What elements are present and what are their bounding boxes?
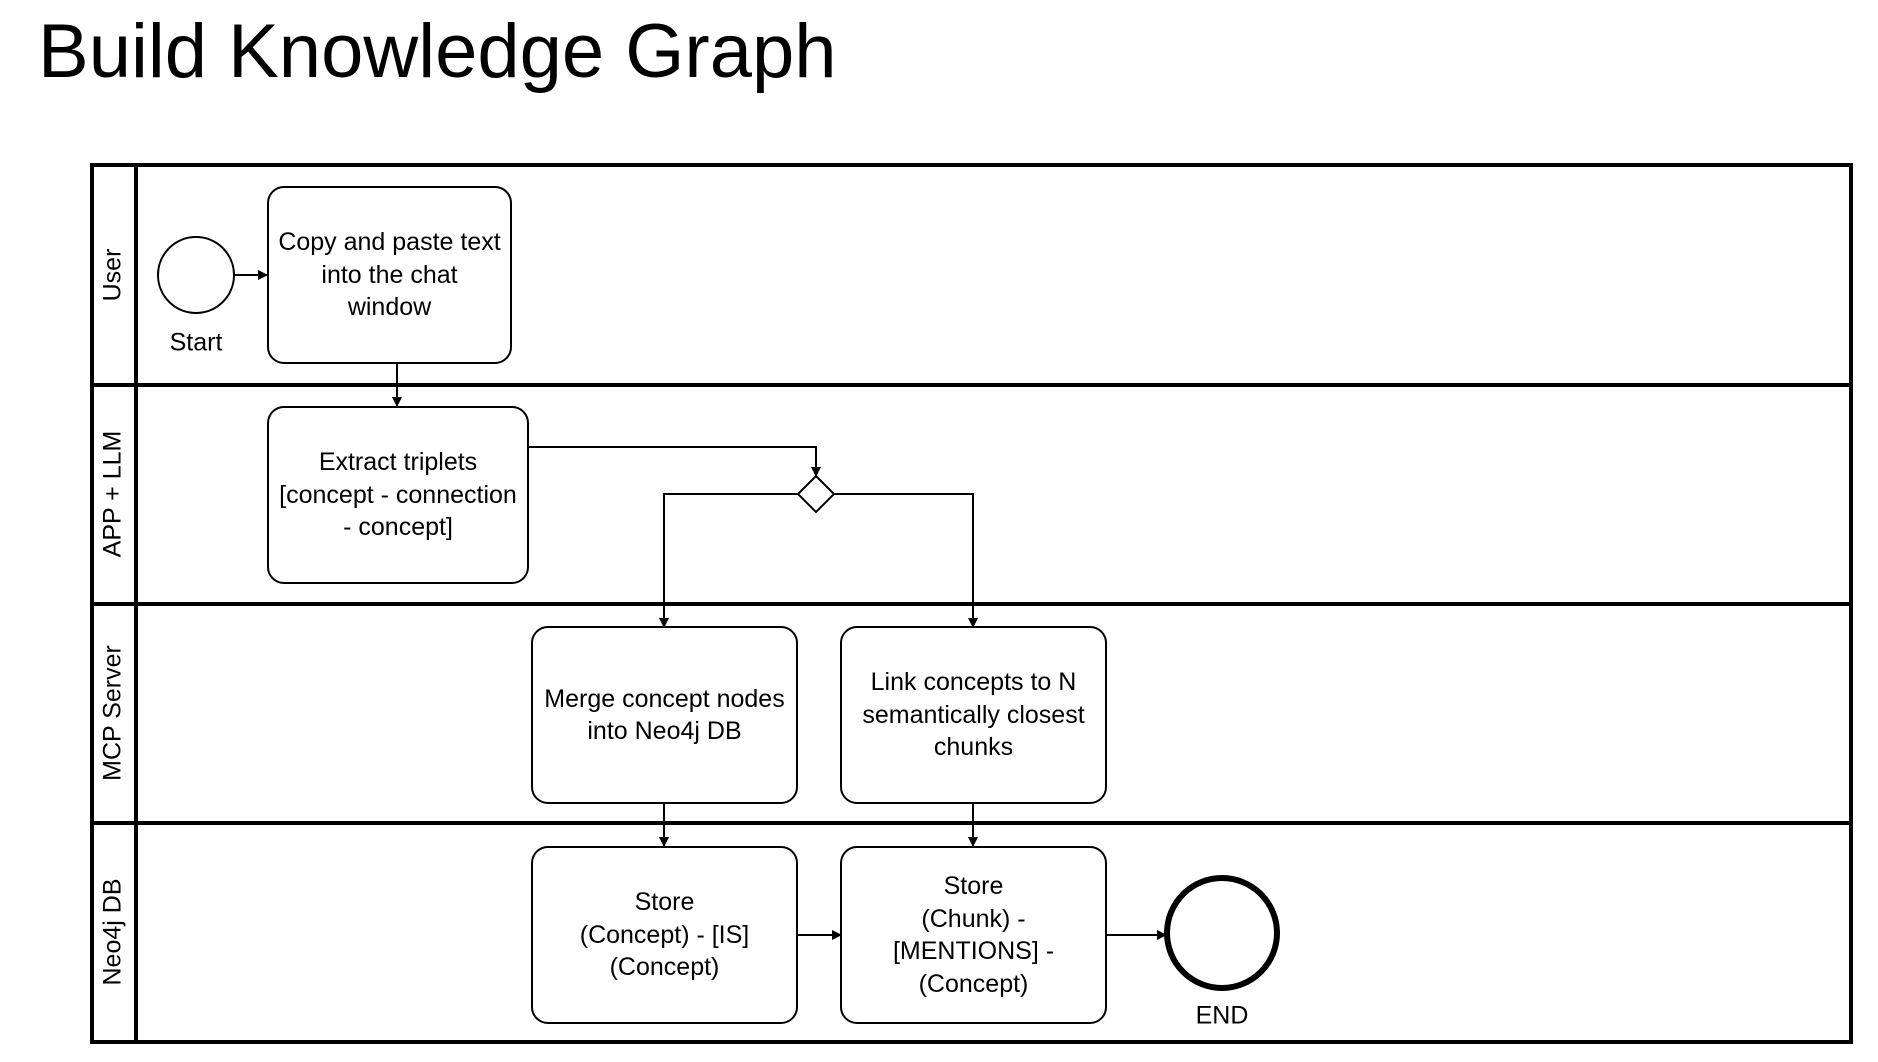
task-copy-paste-line: window — [347, 293, 432, 322]
task-store-mentions-line: [MENTIONS] - — [892, 937, 1055, 965]
page-title: Build Knowledge Graph — [38, 9, 837, 94]
task-store-is-text: Store (Concept) - [IS] (Concept) — [532, 847, 797, 1023]
task-extract-box — [267, 406, 529, 584]
task-store-mentions-box — [840, 846, 1107, 1024]
task-link-box — [840, 626, 1107, 804]
task-merge-text: Merge concept nodes into Neo4j DB — [532, 627, 797, 803]
start-event-label: Start — [170, 329, 223, 357]
task-copy-paste-line: into the chat — [321, 260, 458, 289]
task-extract-line: Extract triplets — [318, 448, 478, 477]
flow-extract-to-gateway — [528, 446, 821, 477]
end-event — [1164, 875, 1280, 991]
task-extract-line: [concept - connection — [279, 480, 517, 509]
task-copy-paste-text: Copy and paste text into the chat window — [268, 187, 511, 363]
task-store-mentions-line: Store — [943, 872, 1004, 900]
lane-label-app-llm: APP + LLM — [99, 431, 127, 558]
flow-gateway-to-link — [834, 493, 978, 628]
task-merge-line: Merge concept nodes — [544, 684, 785, 713]
task-link-text: Link concepts to N semantically closest … — [841, 627, 1106, 803]
task-store-is-box — [531, 846, 798, 1024]
task-link-line: Link concepts to N — [870, 668, 1077, 697]
task-copy-paste-box — [267, 186, 512, 364]
task-merge-line: into Neo4j DB — [587, 717, 742, 745]
start-event — [157, 236, 235, 314]
end-event-label: END — [1196, 1002, 1249, 1030]
task-store-is-line: (Concept) — [609, 953, 720, 982]
flow-gateway-to-merge — [659, 493, 798, 628]
task-store-mentions-line: (Concept) — [918, 969, 1029, 998]
task-extract-line: - concept] — [343, 513, 453, 542]
lane-label-user: User — [99, 249, 127, 302]
task-link-line: chunks — [933, 733, 1014, 762]
task-copy-paste-line: Copy and paste text — [278, 228, 501, 257]
lane-label-mcp-server: MCP Server — [99, 645, 127, 781]
exclusive-gateway — [796, 474, 836, 514]
task-store-mentions-text: Store (Chunk) - [MENTIONS] - (Concept) — [841, 847, 1106, 1023]
task-link-line: semantically closest — [862, 700, 1085, 729]
task-store-is-line: (Concept) - [IS] — [579, 920, 750, 949]
lane-label-neo4j-db: Neo4j DB — [99, 879, 127, 986]
task-store-mentions-line: (Chunk) - — [921, 904, 1026, 933]
task-merge-box — [531, 626, 798, 804]
task-extract-text: Extract triplets [concept - connection -… — [268, 407, 528, 583]
task-store-is-line: Store — [634, 888, 695, 917]
